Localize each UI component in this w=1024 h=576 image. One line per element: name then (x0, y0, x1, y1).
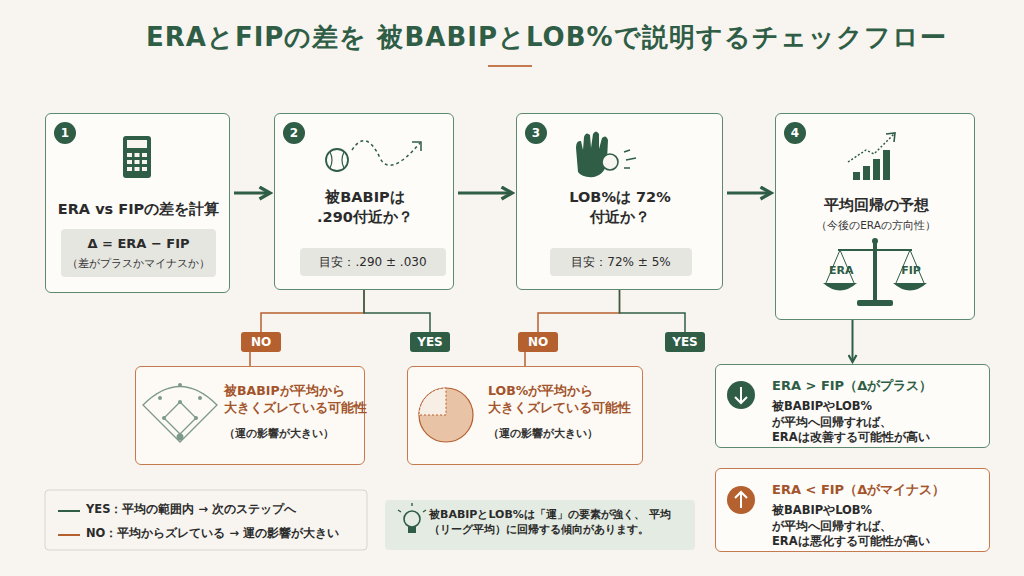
result-box: LOB%が平均から 大きくズレている可能性 （運の影響が大きい） (407, 366, 643, 465)
connector (727, 192, 771, 195)
scale-label: FIP (899, 264, 923, 279)
outcome-heading: ERA < FIP（Δがマイナス） (772, 481, 986, 499)
branch-label: NO (518, 334, 558, 350)
connector (538, 290, 620, 332)
connector (364, 290, 430, 332)
legend-text: NO：平均からズレている → 運の影響が大きい (86, 526, 339, 542)
step-number: 3 (525, 122, 547, 144)
outcome-box: ERA < FIP（Δがマイナス） 被BABIPやLOB%が平均へ回帰すれば、 E… (715, 468, 990, 552)
result-note: （運の影響が大きい） (224, 427, 360, 442)
branch-pill: NO (518, 332, 558, 352)
tip-text: 被BABIPとLOB%は「運」の要素が強く、 平均（リーグ平均）に回帰する傾向が… (429, 508, 689, 538)
step-number: 2 (283, 122, 305, 144)
result-note: （運の影響が大きい） (488, 427, 638, 442)
outcome-heading: ERA > FIP（Δがプラス） (772, 377, 986, 395)
connector (620, 290, 686, 332)
step-number-text: 2 (283, 122, 305, 144)
decision-box: 被BABIPは .290付近か？ 2 目安：.290 ± .030 (274, 113, 454, 290)
title-underline (488, 65, 532, 67)
branch-pill: NO (241, 332, 281, 352)
scale-label: ERA (829, 264, 853, 279)
step-box: 平均回帰の予想 （今後のERAの方向性） 4 (775, 113, 975, 320)
branch-label: NO (241, 334, 281, 350)
step-number-text: 1 (54, 122, 76, 144)
legend-line (58, 534, 80, 536)
step-number-text: 3 (525, 122, 547, 144)
connector (261, 290, 364, 332)
criteria-text: 目安：72% ± 5% (550, 254, 692, 270)
legend-frame (45, 490, 367, 550)
result-heading: LOB%が平均から 大きくズレている可能性 (488, 383, 638, 417)
step-number-text: 4 (784, 122, 806, 144)
branch-pill: YES (410, 332, 450, 352)
branch-label: YES (665, 334, 705, 350)
criteria-box: 目安：72% ± 5% (550, 248, 692, 276)
decision-box: LOB%は 72%付近か？ 3 目安：72% ± 5% (516, 113, 723, 290)
step-heading: ERA vs FIPの差を計算 (46, 200, 231, 220)
connector (249, 352, 251, 366)
result-box: 被BABIPが平均から 大きくズレている可能性 （運の影響が大きい） (135, 366, 365, 465)
step-number: 1 (54, 122, 76, 144)
step-heading: 被BABIPは .290付近か？ (300, 188, 430, 227)
step-number: 4 (784, 122, 806, 144)
branch-pill: YES (665, 332, 705, 352)
step-subheading: （今後のERAの方向性） (776, 218, 976, 232)
outcome-text: 被BABIPやLOB%が平均へ回帰すれば、 ERAは悪化する可能性が高い (772, 503, 986, 550)
connector (458, 192, 512, 195)
title: ERAとFIPの差を 被BABIPとLOB%で説明するチェックフロー (146, 20, 946, 55)
connector (524, 352, 526, 366)
outcome-box: ERA > FIP（Δがプラス） 被BABIPやLOB%が平均へ回帰すれば、 ER… (715, 364, 990, 448)
step-heading: 平均回帰の予想 (776, 196, 976, 216)
pie-label: 72% (428, 418, 462, 433)
legend-text: YES：平均の範囲内 → 次のステップへ (86, 502, 296, 518)
tip-box: 被BABIPとLOB%は「運」の要素が強く、 平均（リーグ平均）に回帰する傾向が… (385, 500, 695, 550)
outcome-text: 被BABIPやLOB%が平均へ回帰すれば、 ERAは改善する可能性が高い (772, 399, 986, 446)
formula-box: Δ = ERA − FIP （差がプラスかマイナスか） (61, 229, 216, 277)
branch-label: YES (410, 334, 450, 350)
connector (852, 320, 854, 362)
formula: Δ = ERA − FIP (61, 235, 216, 253)
criteria-text: 目安：.290 ± .030 (300, 254, 446, 270)
connector (234, 192, 270, 195)
step-box: ERA vs FIPの差を計算 1 Δ = ERA − FIP （差がプラスかマイナス… (45, 113, 230, 293)
criteria-box: 目安：.290 ± .030 (300, 248, 446, 276)
result-heading: 被BABIPが平均から 大きくズレている可能性 (224, 383, 360, 417)
formula-note: （差がプラスかマイナスか） (61, 256, 216, 270)
step-heading: LOB%は 72%付近か？ (555, 188, 685, 227)
legend-line (58, 510, 80, 512)
